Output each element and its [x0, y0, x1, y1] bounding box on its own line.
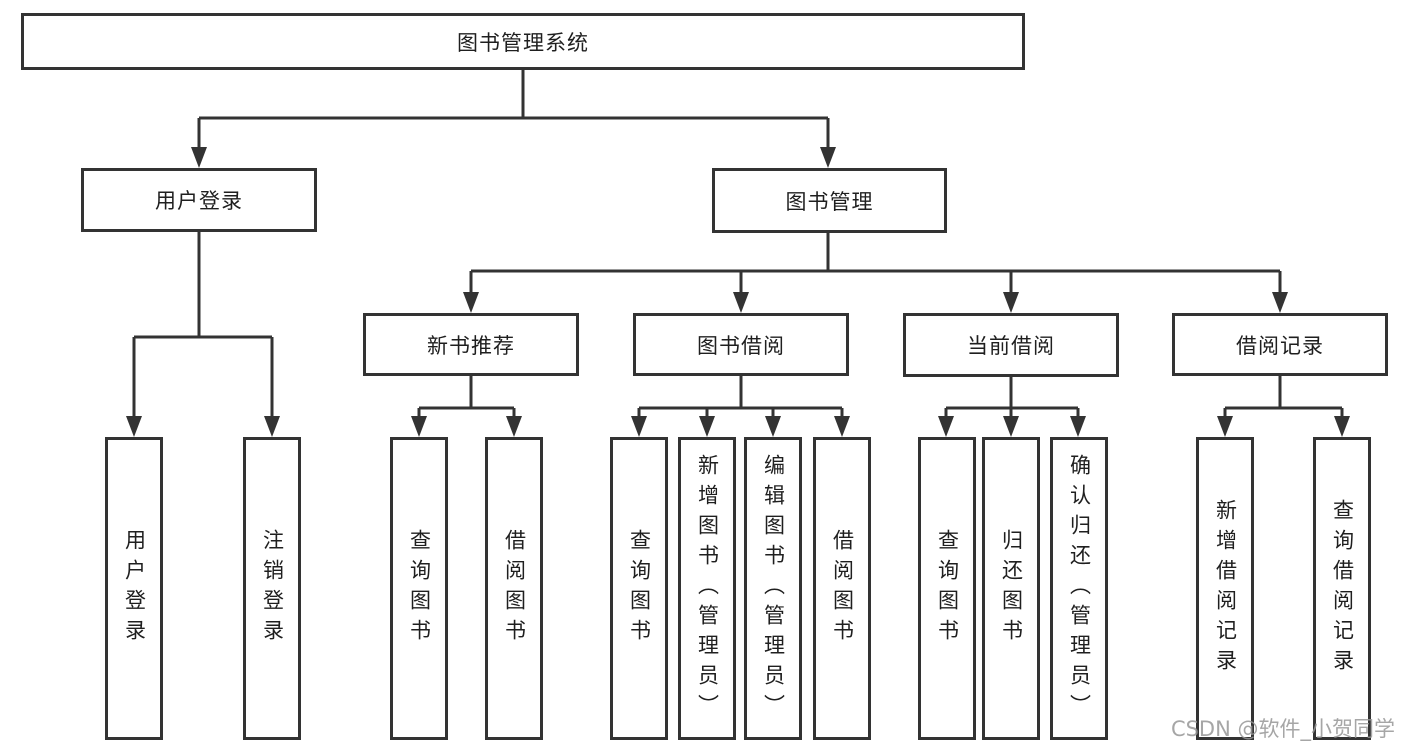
node-book-borrow-label: 图书借阅 — [697, 333, 785, 358]
leaf-borrow-book-2-label: 借阅图书 — [830, 528, 855, 649]
leaf-confirm-return-admin: 确认归还（管理员） — [1050, 437, 1108, 740]
leaf-borrow-book-1-label: 借阅图书 — [502, 528, 527, 649]
node-root-label: 图书管理系统 — [457, 30, 589, 55]
leaf-user-login-label: 用户登录 — [122, 528, 147, 649]
leaf-add-book-admin-label: 新增图书（管理员） — [695, 453, 720, 724]
leaf-borrow-book-1: 借阅图书 — [485, 437, 543, 740]
leaf-query-borrow-record-label: 查询借阅记录 — [1330, 498, 1355, 679]
node-borrow-record-label: 借阅记录 — [1236, 333, 1324, 358]
node-new-book-recommend: 新书推荐 — [363, 313, 579, 376]
leaf-query-book-1: 查询图书 — [390, 437, 448, 740]
leaf-confirm-return-admin-label: 确认归还（管理员） — [1067, 453, 1092, 724]
arrowhead-icons — [126, 147, 1350, 437]
leaf-query-book-2-label: 查询图书 — [627, 528, 652, 649]
node-borrow-record: 借阅记录 — [1172, 313, 1388, 376]
node-book-borrow: 图书借阅 — [633, 313, 849, 376]
leaf-edit-book-admin-label: 编辑图书（管理员） — [761, 453, 786, 724]
leaf-return-book-label: 归还图书 — [999, 528, 1024, 649]
leaf-borrow-book-2: 借阅图书 — [813, 437, 871, 740]
connector-lines — [132, 70, 1344, 419]
node-current-borrow-label: 当前借阅 — [967, 334, 1055, 358]
node-root-system: 图书管理系统 — [21, 13, 1025, 70]
leaf-logout: 注销登录 — [243, 437, 301, 740]
node-user-login: 用户登录 — [81, 168, 317, 232]
leaf-edit-book-admin: 编辑图书（管理员） — [744, 437, 802, 740]
leaf-query-borrow-record: 查询借阅记录 — [1313, 437, 1371, 740]
leaf-user-login: 用户登录 — [105, 437, 163, 740]
leaf-add-borrow-record: 新增借阅记录 — [1196, 437, 1254, 740]
leaf-add-book-admin: 新增图书（管理员） — [678, 437, 736, 740]
node-user-login-label: 用户登录 — [155, 189, 243, 213]
leaf-query-book-3: 查询图书 — [918, 437, 976, 740]
node-book-management: 图书管理 — [712, 168, 947, 233]
node-new-book-recommend-label: 新书推荐 — [427, 333, 515, 358]
leaf-return-book: 归还图书 — [982, 437, 1040, 740]
leaf-query-book-2: 查询图书 — [610, 437, 668, 740]
leaf-logout-label: 注销登录 — [260, 528, 285, 649]
leaf-query-book-1-label: 查询图书 — [407, 528, 432, 649]
node-book-management-label: 图书管理 — [785, 189, 874, 214]
leaf-add-borrow-record-label: 新增借阅记录 — [1213, 498, 1238, 679]
leaf-query-book-3-label: 查询图书 — [935, 528, 960, 649]
node-current-borrow: 当前借阅 — [903, 313, 1119, 377]
